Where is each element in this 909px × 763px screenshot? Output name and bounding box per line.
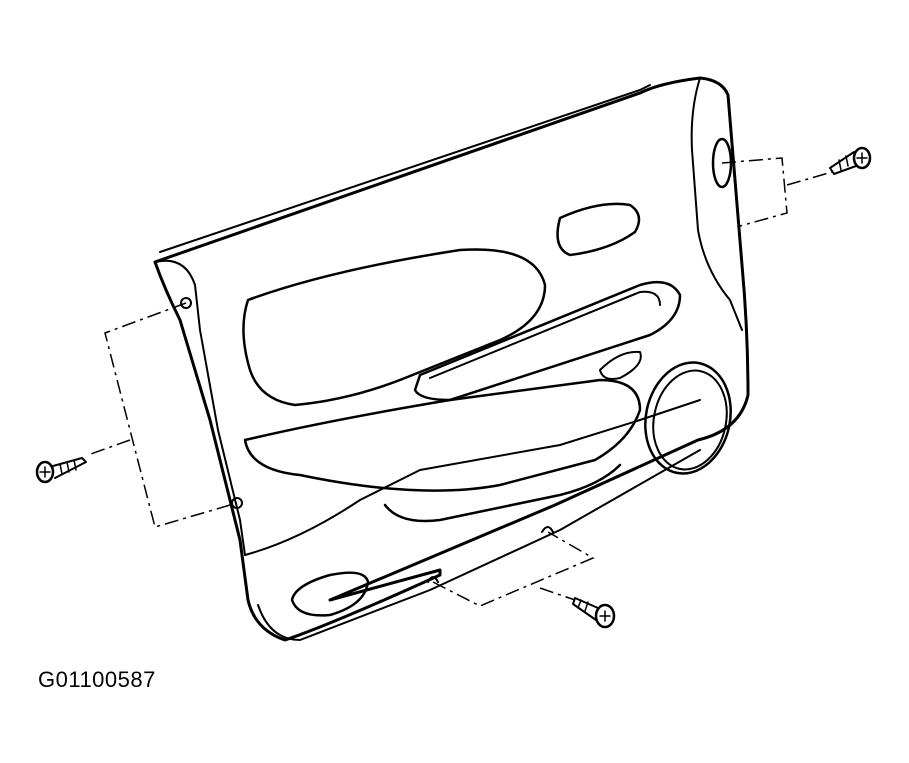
panel-top-edge bbox=[159, 84, 651, 253]
bottom-screw bbox=[572, 597, 616, 629]
bottom-right-tab bbox=[541, 526, 554, 533]
bottom-left-tab bbox=[427, 576, 439, 583]
panel-bottom-lip bbox=[257, 449, 701, 641]
panel-right-flange bbox=[690, 77, 743, 331]
armrest-grip bbox=[429, 290, 661, 379]
armrest-handle bbox=[413, 280, 682, 402]
bottom-leader-box bbox=[432, 531, 595, 607]
left-lower-hole bbox=[231, 497, 243, 509]
upper-trim-pocket bbox=[242, 248, 547, 407]
figure-code-label: G01100587 bbox=[38, 667, 156, 692]
map-pocket bbox=[383, 463, 622, 523]
left-upper-hole bbox=[180, 297, 192, 309]
panel-left-flange bbox=[154, 259, 246, 556]
panel-outline bbox=[153, 76, 750, 642]
speaker-grille-inner bbox=[652, 369, 728, 471]
upper-switch-recess bbox=[556, 202, 641, 257]
grip-slot bbox=[599, 350, 642, 380]
right-leader-box bbox=[721, 157, 788, 227]
armrest-bolster bbox=[243, 378, 642, 492]
right-screw bbox=[829, 146, 872, 175]
trim-panel bbox=[153, 76, 750, 642]
right-screw-leader bbox=[786, 171, 833, 186]
courtesy-lamp-recess bbox=[290, 571, 370, 617]
bottom-screw-leader bbox=[539, 587, 576, 601]
speaker-grille-outer bbox=[644, 361, 732, 475]
left-screw bbox=[35, 457, 87, 484]
leader-lines bbox=[87, 157, 833, 607]
left-leader-box bbox=[104, 302, 238, 528]
left-screw-leader bbox=[87, 439, 131, 456]
panel-lower-break bbox=[244, 399, 701, 556]
